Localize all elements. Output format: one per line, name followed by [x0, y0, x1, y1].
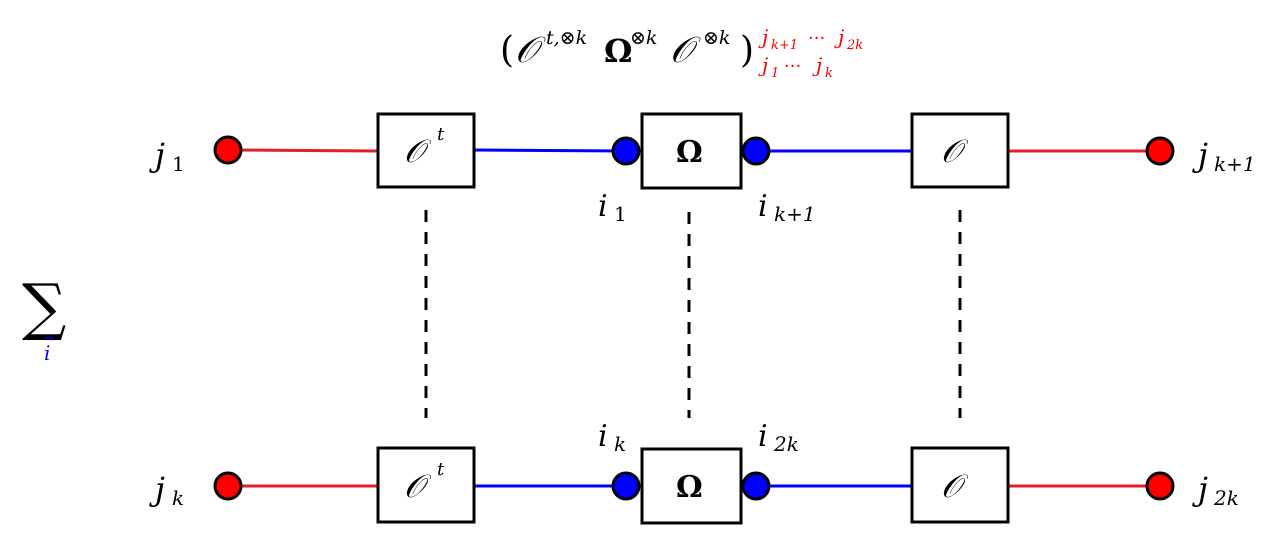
header-close-paren: ): [740, 30, 754, 71]
node-red-right-bottom: [1145, 471, 1175, 501]
row-top: 𝒪 t Ω 𝒪 j 1 j k+1 i 1 i k+1: [149, 112, 1256, 226]
label-i1-sub: 1: [614, 202, 627, 226]
box-O-transpose-top-sup: t: [437, 124, 445, 145]
label-j1-sub: 1: [172, 152, 185, 176]
label-jk1-sub: k+1: [1214, 152, 1256, 176]
label-jk-sub: k: [172, 486, 184, 510]
label-ik1-sub: k+1: [774, 202, 816, 226]
dashed-connectors: [424, 210, 962, 418]
label-j1: j: [149, 136, 165, 174]
header-upper-j2: j: [834, 25, 844, 49]
header-upper-dots: ···: [808, 28, 825, 49]
node-red-right-top: [1145, 136, 1175, 166]
label-jk1: j: [1192, 136, 1208, 174]
header-operator-O-transpose: 𝒪: [515, 30, 546, 71]
label-j2k-sub: 2k: [1213, 486, 1239, 510]
box-O-bottom: [910, 446, 1010, 524]
header-sup-tensor-k-1: ⊗k: [630, 27, 657, 49]
box-omega-top-label: Ω: [676, 135, 703, 170]
label-i2k: i: [758, 419, 768, 454]
box-O-transpose-top: [376, 112, 476, 189]
node-blue-left-bottom: [611, 471, 641, 501]
header-lower-dots: ···: [784, 56, 801, 77]
header-upper-sub-2k: 2k: [846, 38, 863, 53]
label-jk: j: [149, 470, 165, 508]
box-O-transpose-bottom-sup: t: [437, 459, 445, 480]
box-O-top: [910, 112, 1010, 189]
header-sup-t-tensor-k: t,⊗k: [546, 27, 587, 49]
node-blue-right-top: [741, 136, 771, 166]
box-O-transpose-bottom: [376, 446, 476, 524]
sum-index-i: i: [44, 341, 50, 365]
label-ik1: i: [758, 189, 768, 224]
header-open-paren: (: [500, 30, 514, 71]
summation: ∑ i →: [22, 270, 66, 365]
sum-index-arrow: →: [43, 331, 55, 347]
box-omega-bottom-label: Ω: [676, 470, 703, 505]
node-red-left-top: [213, 135, 243, 165]
wire-red-left-top: [227, 148, 379, 153]
header-operator-O: 𝒪: [670, 30, 701, 71]
wire-blue-left-top: [473, 148, 627, 153]
header-lower-j1: j: [758, 53, 768, 77]
label-j2k: j: [1192, 470, 1208, 508]
header-expression: ( 𝒪 t,⊗k Ω ⊗k 𝒪 ⊗k ) j k+1 ··· j 2k j 1 …: [500, 25, 863, 81]
label-i2k-sub: 2k: [773, 432, 799, 456]
sum-symbol: ∑: [22, 270, 66, 343]
label-i1: i: [598, 189, 608, 224]
box-omega-top: [640, 112, 743, 190]
box-omega-bottom: [640, 447, 743, 525]
node-red-left-bottom: [213, 471, 243, 501]
header-upper-sub-k1: k+1: [771, 38, 798, 53]
header-lower-sub-1: 1: [771, 66, 779, 81]
label-ik-sub: k: [614, 432, 626, 456]
label-ik: i: [598, 419, 608, 454]
node-blue-right-bottom: [741, 471, 771, 501]
header-lower-sub-k: k: [825, 66, 833, 81]
row-bottom: 𝒪 t Ω 𝒪 j k j 2k i k i 2k: [149, 419, 1239, 525]
header-lower-j2: j: [812, 53, 822, 77]
header-sup-tensor-k-2: ⊗k: [703, 27, 730, 49]
header-omega: Ω: [604, 32, 632, 70]
header-upper-j: j: [758, 25, 768, 49]
node-blue-left-top: [611, 136, 641, 166]
